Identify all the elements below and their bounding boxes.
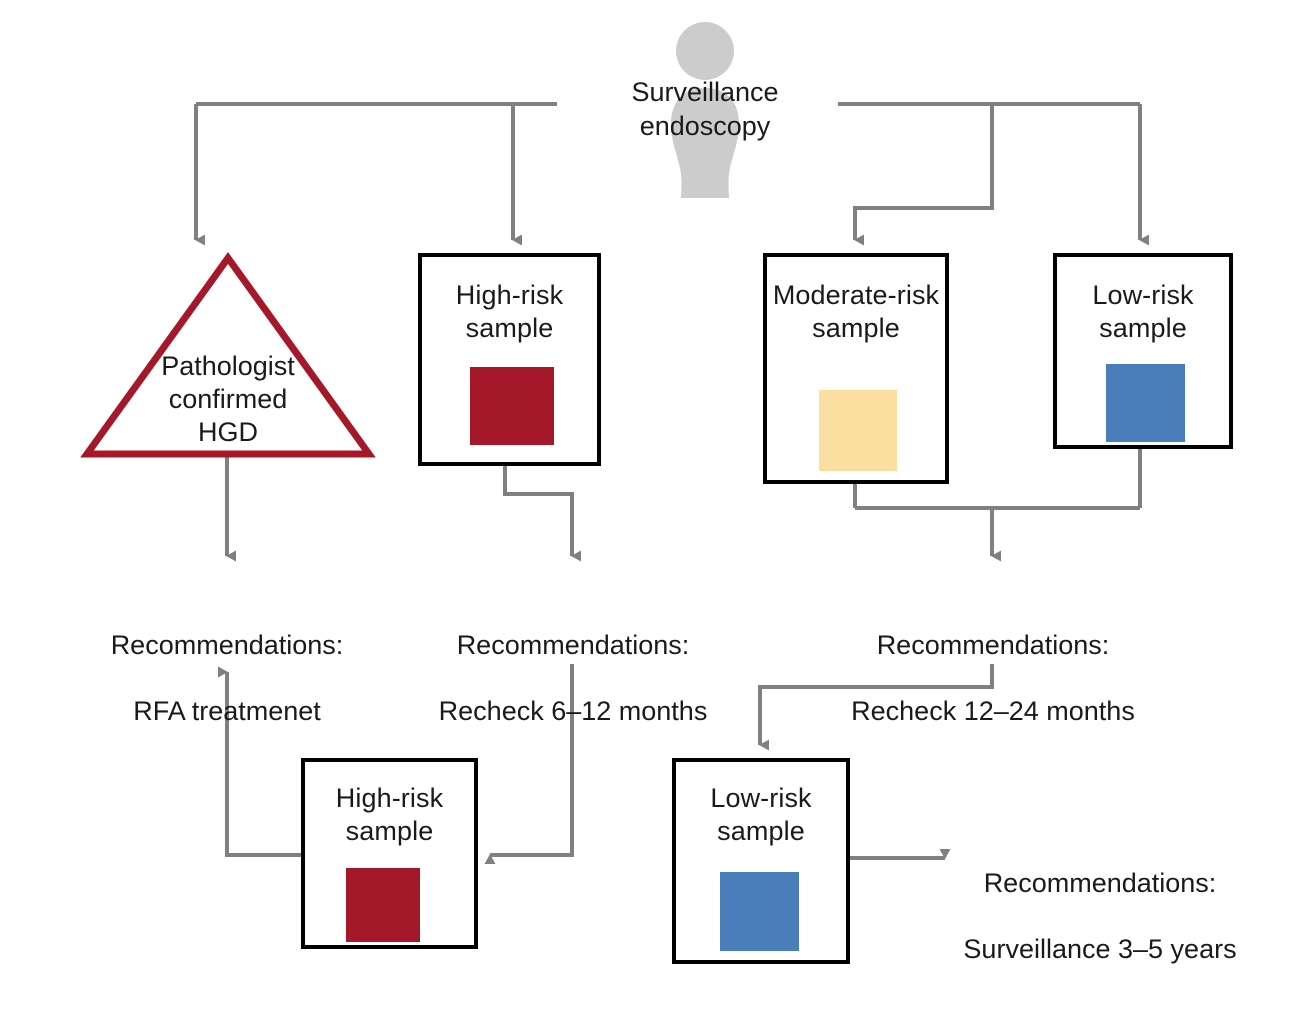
low-risk-swatch-bottom [720, 872, 799, 951]
recommendation-rfa: Recommendations: RFA treatmenet [82, 596, 372, 761]
triangle-shape [80, 252, 376, 458]
node-low-risk-sample-top[interactable]: Low-risk sample [1053, 253, 1233, 449]
low-risk-swatch [1106, 364, 1185, 442]
recommendation-surveillance-3-5: Recommendations: Surveillance 3–5 years [950, 834, 1250, 999]
node-high-risk-bottom-label: High-risk sample [335, 783, 444, 846]
node-high-risk-sample-bottom[interactable]: High-risk sample [301, 758, 478, 949]
high-risk-swatch [470, 367, 554, 445]
recommendation-recheck-6-12-detail: Recheck 6–12 months [438, 695, 708, 726]
node-low-risk-top-label: Low-risk sample [1092, 280, 1194, 343]
high-risk-swatch-bottom [346, 868, 420, 942]
node-high-risk-sample-top[interactable]: High-risk sample [418, 253, 601, 466]
edge-high-risk-bottom-to-rfa [218, 666, 301, 857]
recommendation-rfa-detail: RFA treatmenet [133, 695, 321, 726]
node-pathologist-confirmed-hgd[interactable]: Pathologist confirmed HGD [80, 250, 376, 462]
recommendation-recheck-12-24: Recommendations: Recheck 12–24 months [845, 596, 1141, 761]
node-moderate-risk-sample[interactable]: Moderate-risk sample [763, 253, 949, 484]
recommendation-recheck-6-12-heading: Recommendations: [456, 629, 690, 660]
edge-recheck-6-12-to-high-risk-bottom [484, 664, 574, 864]
source-label: Surveillance endoscopy [631, 77, 779, 141]
recommendation-recheck-6-12: Recommendations: Recheck 6–12 months [425, 596, 721, 761]
edge-to-moderate-risk [853, 104, 994, 246]
recommendation-surveillance-3-5-detail: Surveillance 3–5 years [963, 933, 1237, 964]
edge-recheck-12-24-to-low-risk-bottom [758, 664, 994, 751]
recommendation-surveillance-3-5-heading: Recommendations: [983, 867, 1217, 898]
recommendation-recheck-12-24-detail: Recheck 12–24 months [851, 695, 1135, 726]
node-low-risk-sample-bottom[interactable]: Low-risk sample [672, 758, 850, 964]
edge-high-risk-top-to-recheck-6-12 [503, 466, 581, 562]
node-high-risk-top-label: High-risk sample [455, 280, 564, 343]
recommendation-recheck-12-24-heading: Recommendations: [876, 629, 1110, 660]
node-moderate-risk-label: Moderate-risk sample [772, 280, 940, 343]
node-pathologist-label: Pathologist confirmed HGD [161, 351, 295, 447]
person-icon [671, 22, 739, 198]
recommendation-rfa-heading: Recommendations: [110, 629, 344, 660]
node-low-risk-bottom-label: Low-risk sample [710, 783, 812, 846]
moderate-risk-swatch [819, 390, 897, 471]
